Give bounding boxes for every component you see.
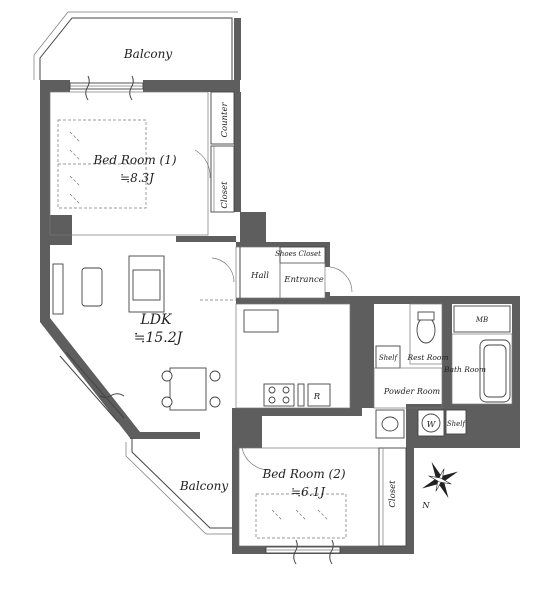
- wet-area: [373, 303, 513, 439]
- label-counter: Counter: [220, 102, 230, 138]
- bedroom2: [238, 447, 407, 547]
- balcony-bottom: [125, 438, 232, 535]
- hall-entrance: [200, 246, 353, 301]
- label-balcony-bottom: Balcony: [179, 479, 228, 493]
- label-closet1: Closet: [220, 181, 230, 209]
- room-labels: Balcony Counter Bed Room (1) ≒8.3J Close…: [92, 47, 488, 511]
- label-mb: MB: [475, 316, 488, 324]
- label-shoes-closet: Shoes Closet: [275, 250, 321, 258]
- compass-north-label: N: [421, 501, 430, 511]
- label-bedroom1: Bed Room (1): [92, 153, 176, 167]
- label-ldk: LDK: [140, 312, 174, 328]
- windows: [59, 82, 341, 554]
- label-bedroom2: Bed Room (2): [261, 467, 345, 481]
- label-refrigerator: R: [313, 392, 321, 402]
- label-entrance: Entrance: [283, 275, 324, 285]
- label-bedroom1-area: ≒8.3J: [120, 171, 155, 185]
- label-powder-room: Powder Room: [383, 387, 441, 396]
- label-w: W: [427, 420, 437, 430]
- label-hall: Hall: [250, 271, 269, 281]
- compass: [421, 461, 459, 499]
- label-ldk-area: ≒15.2J: [134, 330, 184, 346]
- label-bedroom2-area: ≒6.1J: [291, 485, 326, 499]
- ldk: [52, 255, 351, 411]
- bedroom1: [49, 91, 235, 236]
- label-balcony-top: Balcony: [123, 47, 172, 61]
- curtains: [85, 75, 334, 565]
- label-shelf2: Shelf: [447, 420, 467, 428]
- label-bath-room: Bath Room: [443, 365, 486, 374]
- label-rest-room-full: Rest Room: [406, 353, 448, 362]
- label-shelf1: Shelf: [379, 354, 399, 362]
- label-closet2: Closet: [388, 480, 398, 508]
- balcony-top: [33, 11, 238, 84]
